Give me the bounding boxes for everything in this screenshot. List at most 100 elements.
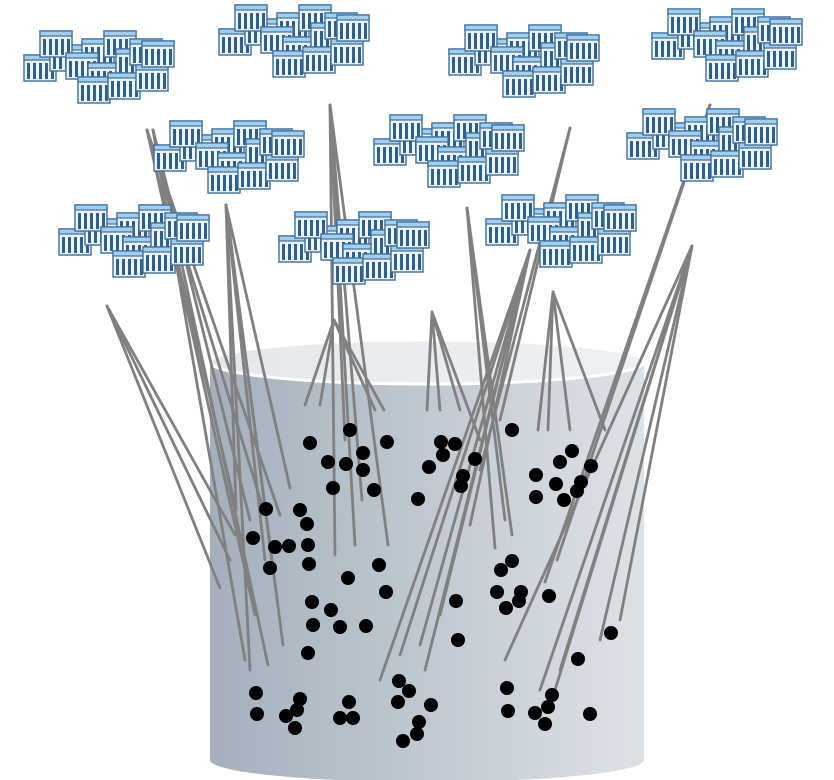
link-line — [105, 304, 222, 590]
server-rack-block — [566, 34, 600, 62]
link-line — [465, 206, 514, 537]
server-rack-block — [485, 148, 519, 176]
link-line — [546, 290, 555, 432]
data-record-dot-icon — [359, 619, 373, 633]
link-line — [503, 244, 694, 662]
server-rack-cluster-icon — [651, 8, 803, 82]
link-line — [618, 244, 694, 622]
data-record-dot-icon — [259, 502, 273, 516]
link-line — [598, 244, 694, 642]
data-record-dot-icon — [392, 674, 406, 688]
data-record-dot-icon — [333, 620, 347, 634]
server-rack-block — [107, 72, 141, 100]
server-rack-block — [332, 257, 366, 285]
data-record-dot-icon — [410, 727, 424, 741]
server-rack-block — [744, 118, 778, 146]
server-rack-block — [491, 124, 525, 152]
link-line — [425, 310, 434, 412]
link-line — [538, 244, 694, 692]
server-rack-block — [271, 130, 305, 158]
data-record-dot-icon — [339, 457, 353, 471]
data-record-dot-icon — [501, 704, 515, 718]
data-record-dot-icon — [303, 436, 317, 450]
data-record-dot-icon — [279, 709, 293, 723]
data-record-dot-icon — [268, 540, 282, 554]
data-record-dot-icon — [571, 652, 585, 666]
data-record-dot-icon — [379, 585, 393, 599]
link-line — [465, 206, 497, 550]
server-rack-cluster-icon — [153, 120, 305, 194]
server-rack-cluster-icon — [626, 108, 778, 182]
data-record-dot-icon — [512, 594, 526, 608]
data-record-dot-icon — [538, 717, 552, 731]
server-rack-cluster-icon — [23, 30, 175, 104]
server-rack-block — [330, 38, 364, 66]
link-line — [551, 290, 572, 432]
data-record-dot-icon — [346, 711, 360, 725]
link-line — [318, 318, 336, 407]
data-record-dot-icon — [529, 468, 543, 482]
data-record-dot-icon — [411, 492, 425, 506]
link-line — [430, 310, 442, 412]
data-record-dot-icon — [305, 595, 319, 609]
server-rack-block — [763, 42, 797, 70]
data-record-dot-icon — [553, 455, 567, 469]
data-record-dot-icon — [302, 557, 316, 571]
server-rack-cluster-icon — [373, 114, 525, 188]
server-rack-block — [265, 154, 299, 182]
data-record-dot-icon — [557, 493, 571, 507]
data-record-dot-icon — [424, 698, 438, 712]
data-record-dot-icon — [396, 734, 410, 748]
data-record-dot-icon — [604, 626, 618, 640]
data-record-dot-icon — [391, 695, 405, 709]
data-record-dot-icon — [380, 435, 394, 449]
link-line — [332, 318, 386, 412]
data-record-dot-icon — [321, 455, 335, 469]
data-record-dot-icon — [301, 646, 315, 660]
link-line — [536, 290, 555, 432]
server-rack-block — [569, 236, 603, 264]
data-record-dot-icon — [583, 707, 597, 721]
link-line — [398, 248, 532, 657]
data-record-dot-icon — [468, 452, 482, 466]
data-record-dot-icon — [372, 558, 386, 572]
server-rack-block — [560, 58, 594, 86]
data-record-dot-icon — [570, 484, 584, 498]
data-record-dot-icon — [290, 703, 304, 717]
server-rack-block — [769, 18, 803, 46]
server-rack-block — [207, 166, 241, 194]
link-line — [378, 248, 532, 682]
server-rack-block — [362, 253, 396, 281]
data-record-dot-icon — [367, 483, 381, 497]
server-rack-block — [237, 162, 271, 190]
data-record-dot-icon — [246, 531, 260, 545]
server-rack-block — [302, 46, 336, 74]
server-rack-block — [532, 66, 566, 94]
server-rack-block — [427, 160, 461, 188]
server-rack-cluster-icon — [485, 194, 637, 268]
server-rack-block — [710, 150, 744, 178]
server-rack-block — [112, 250, 146, 278]
data-record-dot-icon — [402, 684, 416, 698]
server-rack-block — [597, 228, 631, 256]
link-line — [303, 318, 336, 407]
data-record-dot-icon — [356, 463, 370, 477]
data-record-dot-icon — [500, 681, 514, 695]
server-rack-block — [390, 245, 424, 273]
server-rack-cluster-icon — [448, 24, 600, 98]
data-record-dot-icon — [282, 539, 296, 553]
data-record-dot-icon — [494, 563, 508, 577]
data-record-dot-icon — [422, 460, 436, 474]
link-line — [224, 203, 238, 512]
data-record-dot-icon — [333, 711, 347, 725]
server-rack-block — [603, 204, 637, 232]
data-record-dot-icon — [490, 585, 504, 599]
data-record-dot-icon — [448, 437, 462, 451]
data-record-dot-icon — [451, 633, 465, 647]
data-record-dot-icon — [449, 594, 463, 608]
data-record-dot-icon — [584, 459, 598, 473]
data-record-dot-icon — [549, 477, 563, 491]
link-line — [105, 304, 237, 537]
data-record-dot-icon — [250, 707, 264, 721]
link-line — [105, 304, 232, 562]
